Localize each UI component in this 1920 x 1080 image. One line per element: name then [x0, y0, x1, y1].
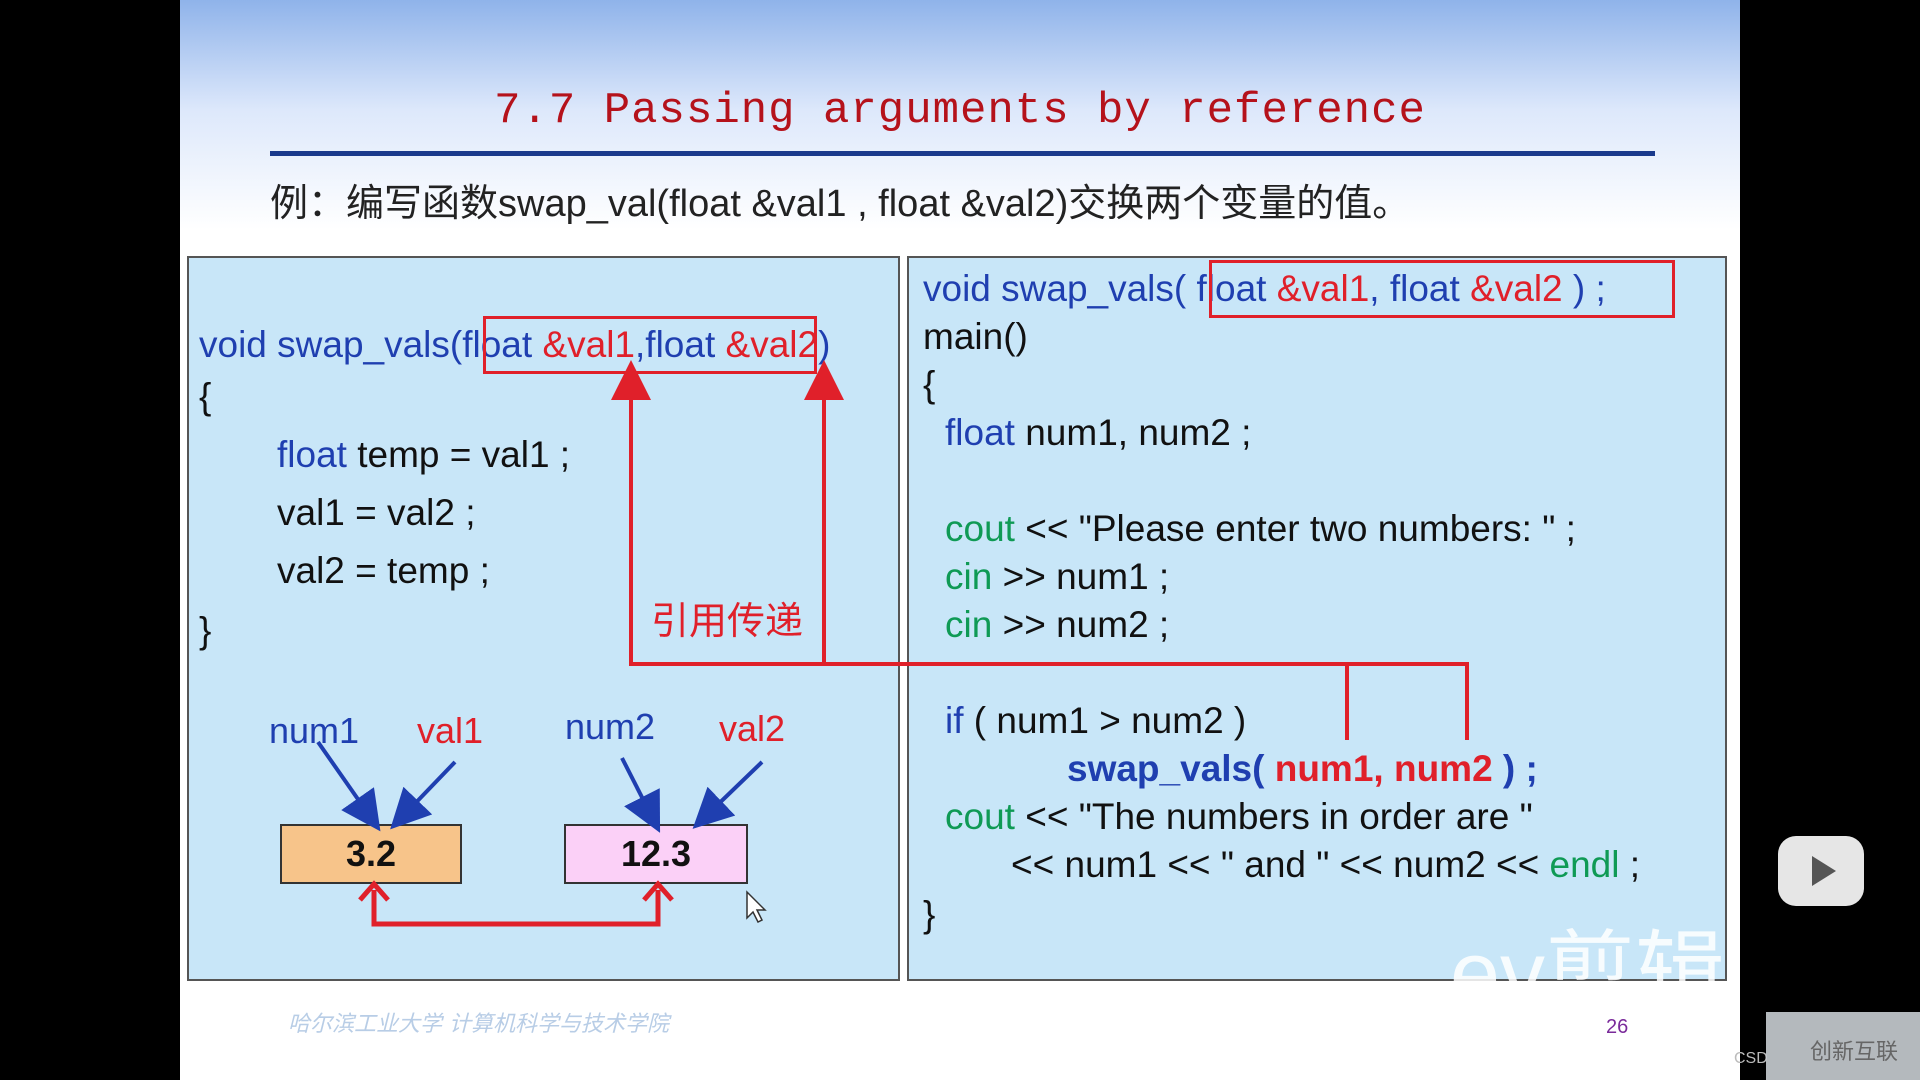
slide-title: 7.7 Passing arguments by reference — [494, 86, 1426, 136]
swap-call-args: num1, num2 — [1274, 748, 1493, 789]
prototype-close: ) ; — [1562, 268, 1606, 309]
slide-subtitle: 例：编写函数swap_val(float &val1 , float &val2… — [270, 183, 1411, 225]
page-number: 26 — [1606, 1016, 1629, 1038]
param2-type: float — [645, 324, 726, 365]
cin-num1-line: cin >> num1 ; — [945, 556, 1169, 598]
signature-close: ) — [818, 324, 831, 365]
code-line-val1: val1 = val2 ; — [277, 492, 476, 533]
cout-values-end: ; — [1619, 844, 1641, 885]
decl-float-keyword: float — [945, 412, 1015, 453]
cout-keyword: cout — [945, 508, 1015, 549]
cout-values: << num1 << " and " << num2 << — [1011, 844, 1550, 885]
param-comma: , — [635, 324, 646, 365]
function-definition-panel: void swap_vals(float &val1,float &val2) … — [187, 256, 900, 981]
proto-param1-ref: &val1 — [1276, 268, 1370, 309]
cin-keyword: cin — [945, 556, 993, 597]
temp-assign: temp = val1 ; — [346, 434, 571, 475]
ev-watermark: ev剪辑 — [1450, 924, 1726, 1024]
corner-logo-text: 创新互联 — [1810, 1039, 1899, 1064]
cout-result-line: cout << "The numbers in order are " — [945, 796, 1533, 838]
cout-result-text: << "The numbers in order are " — [1014, 796, 1533, 837]
decl-line: float num1, num2 ; — [945, 412, 1251, 454]
cout-values-line: << num1 << " and " << num2 << endl ; — [1011, 844, 1640, 886]
mouse-cursor-icon — [746, 890, 767, 924]
title-divider — [270, 151, 1655, 156]
prototype-highlight-box — [1209, 260, 1675, 318]
corner-logo: 创新互联 — [1766, 1012, 1920, 1080]
main-function-panel: void swap_vals( float &val1, float &val2… — [907, 256, 1727, 981]
cin-keyword: cin — [945, 604, 993, 645]
proto-param2-ref: &val2 — [1470, 268, 1563, 309]
cin-num1: >> num1 ; — [992, 556, 1170, 597]
swap-call-line: swap_vals( num1, num2 ) ; — [1067, 748, 1538, 790]
cin-num2: >> num2 ; — [992, 604, 1170, 645]
param1-type: float — [462, 324, 543, 365]
label-val1: val1 — [417, 710, 484, 751]
decl-vars: num1, num2 ; — [1014, 412, 1252, 453]
pass-by-reference-annotation: 引用传递 — [651, 601, 804, 643]
float-keyword: float — [277, 434, 347, 475]
if-keyword: if — [945, 700, 964, 741]
proto-comma: , — [1369, 268, 1390, 309]
open-brace: { — [199, 376, 212, 417]
close-brace: } — [199, 610, 212, 651]
play-icon[interactable] — [1778, 836, 1864, 906]
param1-ref: &val1 — [542, 324, 636, 365]
cout-keyword: cout — [945, 796, 1015, 837]
if-condition: ( num1 > num2 ) — [963, 700, 1247, 741]
cout-prompt-text: << "Please enter two numbers: " ; — [1014, 508, 1576, 549]
memory-box-num2: 12.3 — [564, 824, 748, 884]
label-val2: val2 — [719, 708, 786, 749]
label-num2: num2 — [565, 706, 656, 747]
if-line: if ( num1 > num2 ) — [945, 700, 1246, 742]
csd-text: CSD — [1734, 1050, 1768, 1067]
label-num1: num1 — [269, 710, 360, 751]
function-signature-line: void swap_vals(float &val1,float &val2) — [199, 324, 830, 366]
code-line-temp: float temp = val1 ; — [277, 434, 570, 476]
slide: 7.7 Passing arguments by reference 例：编写函… — [180, 0, 1740, 1080]
cout-prompt-line: cout << "Please enter two numbers: " ; — [945, 508, 1576, 550]
endl-keyword: endl — [1549, 844, 1620, 885]
prototype-prefix: void swap_vals( — [923, 268, 1197, 309]
main-close-brace: } — [923, 894, 936, 935]
main-open-brace: { — [923, 364, 936, 405]
main-line: main() — [923, 316, 1028, 357]
proto-param2-type: float — [1389, 268, 1471, 309]
signature-prefix: void swap_vals( — [199, 324, 463, 365]
proto-param1-type: float — [1196, 268, 1277, 309]
swap-call-function: swap_vals( — [1067, 748, 1275, 789]
swap-call-end: ) ; — [1492, 748, 1538, 789]
reference-connector — [611, 360, 1469, 740]
prototype-line: void swap_vals( float &val1, float &val2… — [923, 268, 1606, 310]
param2-ref: &val2 — [725, 324, 819, 365]
swap-arrow — [358, 880, 674, 927]
cin-num2-line: cin >> num2 ; — [945, 604, 1169, 646]
footer-school-name: 哈尔滨工业大学 计算机科学与技术学院 — [288, 1012, 669, 1037]
reference-arrows — [316, 360, 1469, 927]
code-line-val2: val2 = temp ; — [277, 550, 490, 591]
